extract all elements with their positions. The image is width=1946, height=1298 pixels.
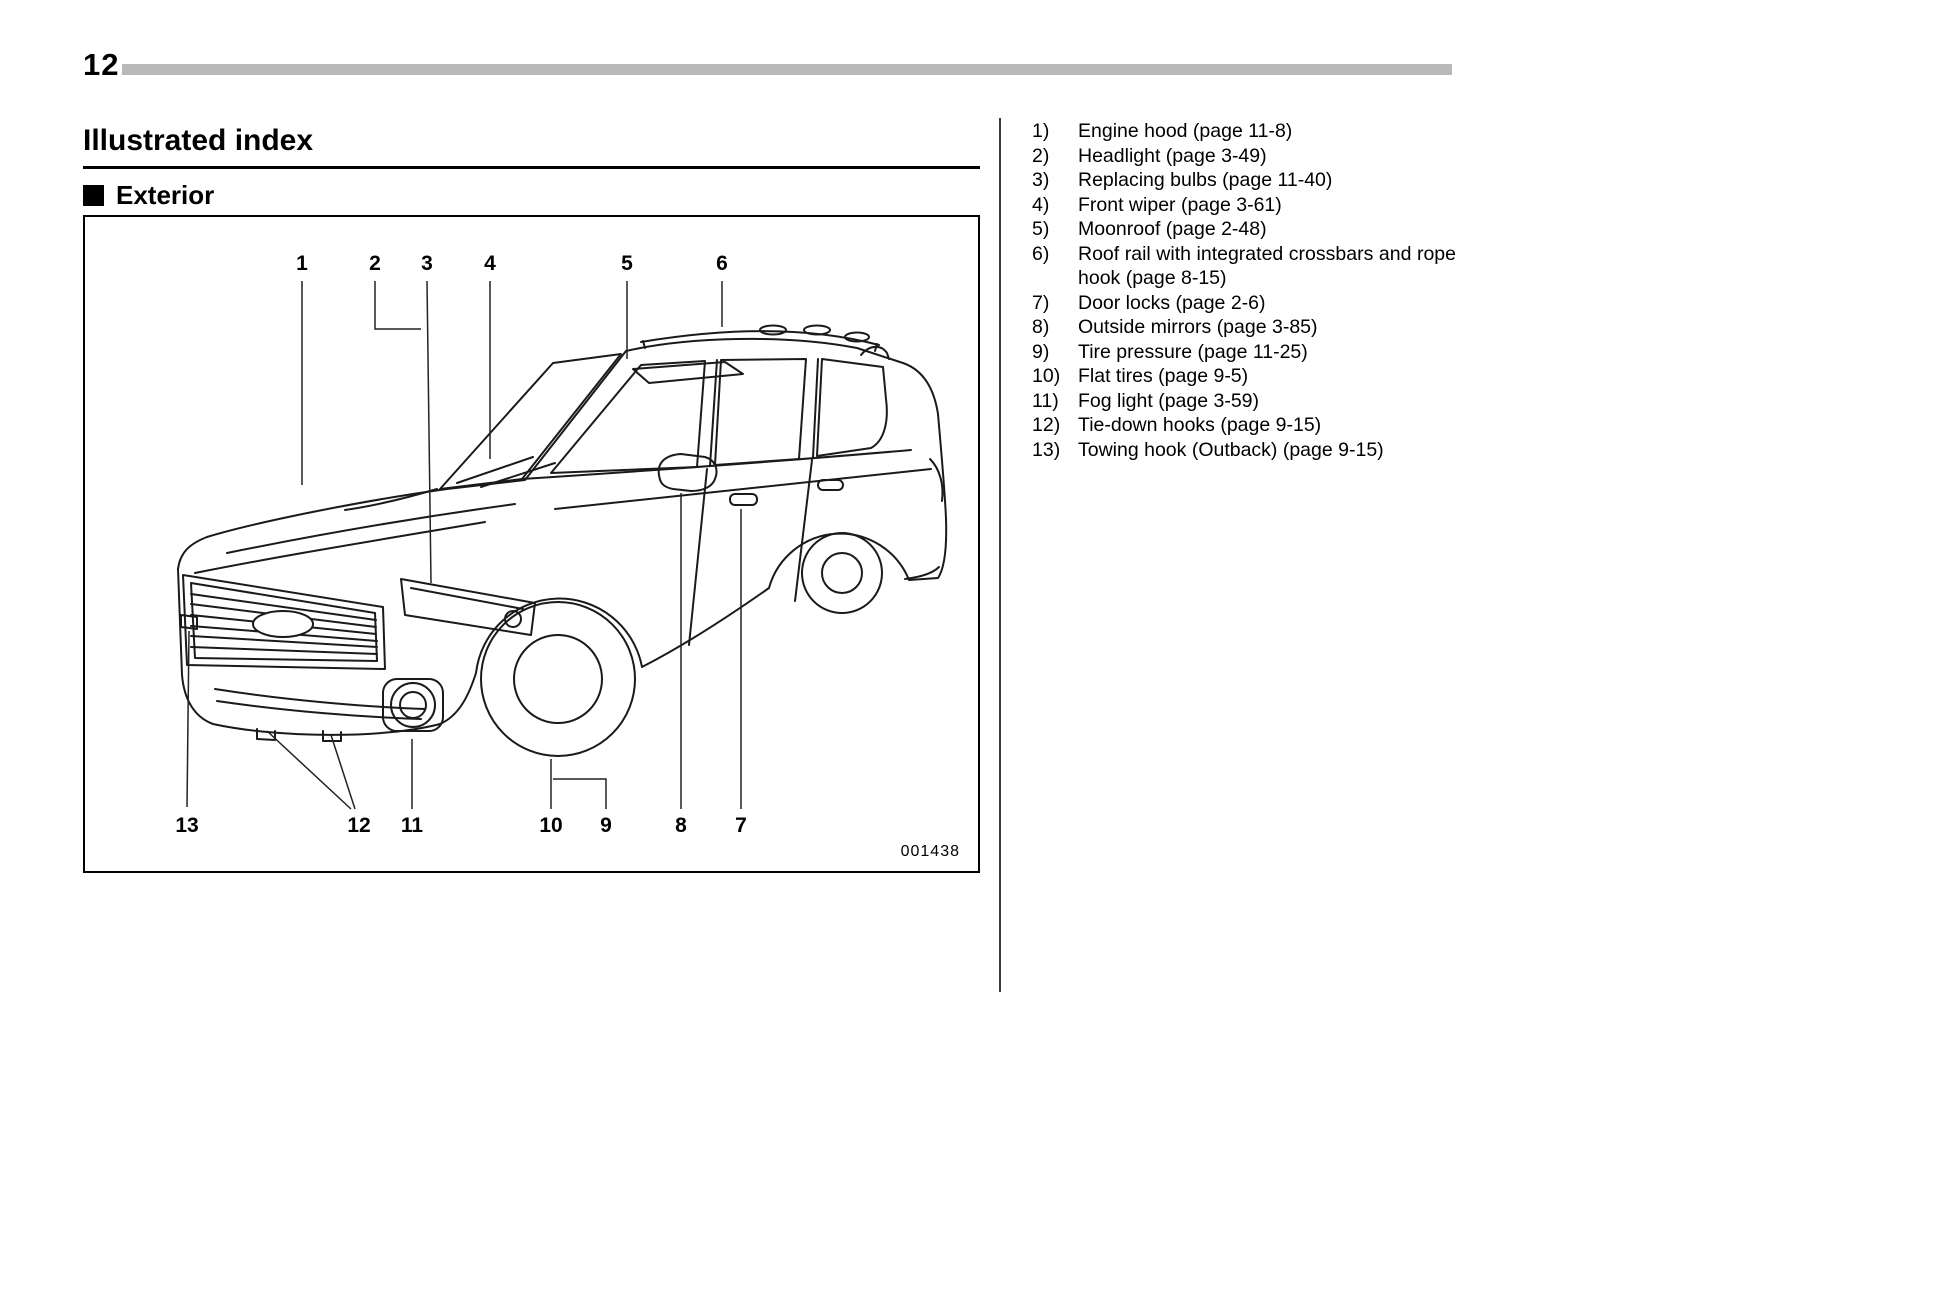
wipers xyxy=(456,456,556,488)
callout-10: 10 xyxy=(539,814,563,837)
index-list: 1) Engine hood (page 11-8) 2) Headlight … xyxy=(1032,119,1456,462)
index-item-text: Front wiper (page 3-61) xyxy=(1078,193,1282,216)
index-item-number: 3) xyxy=(1032,169,1050,191)
index-item-text: Roof rail with integrated crossbars and … xyxy=(1078,242,1456,290)
grille xyxy=(182,574,386,670)
rear-door-handle xyxy=(817,479,844,491)
front-wheel xyxy=(480,601,636,757)
moonroof xyxy=(632,361,744,384)
index-item-number: 8) xyxy=(1032,316,1050,338)
callout-11: 11 xyxy=(400,814,424,837)
rear-wheel xyxy=(801,532,883,614)
index-item: 10) Flat tires (page 9-5) xyxy=(1032,364,1456,389)
index-item-text: Fog light (page 3-59) xyxy=(1078,389,1260,412)
section-header: Exterior xyxy=(83,180,214,211)
index-item: 5) Moonroof (page 2-48) xyxy=(1032,217,1456,242)
callout-6: 6 xyxy=(716,252,728,275)
index-item-number: 10) xyxy=(1032,365,1061,387)
index-item-text: Tire pressure (page 11-25) xyxy=(1078,340,1308,363)
title-underline xyxy=(83,166,980,169)
section-marker-icon xyxy=(83,185,104,206)
callout-12: 12 xyxy=(347,814,371,837)
section-title: Exterior xyxy=(116,180,215,210)
index-item-number: 1) xyxy=(1032,120,1050,142)
index-item-text: Replacing bulbs (page 11-40) xyxy=(1078,169,1333,191)
index-item-number: 5) xyxy=(1032,218,1050,240)
front-door-handle xyxy=(729,493,758,506)
figure-code: 001438 xyxy=(900,843,960,860)
quarter-window xyxy=(816,358,888,457)
index-item: 3) Replacing bulbs (page 11-40) xyxy=(1032,168,1456,193)
index-item-text: Moonroof (page 2-48) xyxy=(1078,218,1267,240)
callout-9: 9 xyxy=(600,814,612,837)
index-item-number: 13) xyxy=(1032,438,1061,461)
callout-13: 13 xyxy=(175,814,199,837)
antenna-fin xyxy=(860,345,890,360)
car-exterior-diagram xyxy=(177,280,948,810)
headlight xyxy=(400,578,536,636)
index-item: 7) Door locks (page 2-6) xyxy=(1032,291,1456,316)
index-item-number: 12) xyxy=(1032,414,1061,436)
index-item-number: 2) xyxy=(1032,144,1050,167)
index-item-text: Headlight (page 3-49) xyxy=(1078,144,1267,167)
fog-light xyxy=(382,678,444,732)
callout-4: 4 xyxy=(484,252,496,275)
callout-1: 1 xyxy=(296,252,308,275)
index-item: 4) Front wiper (page 3-61) xyxy=(1032,193,1456,218)
tie-down-hooks xyxy=(256,728,342,742)
index-item-text: Engine hood (page 11-8) xyxy=(1078,120,1293,142)
index-item: 12) Tie-down hooks (page 9-15) xyxy=(1032,413,1456,438)
index-item-text: Door locks (page 2-6) xyxy=(1078,291,1266,314)
index-item: 11) Fog light (page 3-59) xyxy=(1032,389,1456,414)
callout-8: 8 xyxy=(675,814,687,837)
index-item-number: 11) xyxy=(1032,389,1059,412)
index-item-text: Outside mirrors (page 3-85) xyxy=(1078,316,1318,338)
roof-rail xyxy=(640,324,880,352)
content-divider xyxy=(999,118,1001,992)
index-item: 13) Towing hook (Outback) (page 9-15) xyxy=(1032,438,1456,463)
callout-3: 3 xyxy=(421,252,433,275)
front-door-window xyxy=(550,360,706,474)
callout-2: 2 xyxy=(369,252,381,275)
index-item-text: Tie-down hooks (page 9-15) xyxy=(1078,414,1322,436)
leader-lines xyxy=(186,280,742,810)
callout-5: 5 xyxy=(621,252,633,275)
page-title: Illustrated index xyxy=(83,124,314,157)
index-item-number: 4) xyxy=(1032,193,1050,216)
index-item: 6) Roof rail with integrated crossbars a… xyxy=(1032,242,1456,291)
index-item-number: 9) xyxy=(1032,340,1050,363)
exterior-figure: 1 2 3 4 5 6 13 12 11 10 9 8 7 001438 xyxy=(83,215,980,873)
tail-lamp xyxy=(929,458,944,502)
index-item-number: 7) xyxy=(1032,291,1050,314)
index-item: 8) Outside mirrors (page 3-85) xyxy=(1032,315,1456,340)
rear-door-window xyxy=(714,358,807,466)
car-body-outline xyxy=(177,337,948,736)
index-item: 1) Engine hood (page 11-8) xyxy=(1032,119,1456,144)
side-mirror xyxy=(657,453,718,492)
towing-hook xyxy=(180,614,198,630)
index-item-number: 6) xyxy=(1032,242,1050,265)
index-item-text: Towing hook (Outback) (page 9-15) xyxy=(1078,438,1384,461)
page-number: 12 xyxy=(83,47,120,82)
index-item: 2) Headlight (page 3-49) xyxy=(1032,144,1456,169)
callout-7: 7 xyxy=(735,814,747,837)
header-rule xyxy=(122,64,1452,75)
index-item-text: Flat tires (page 9-5) xyxy=(1078,365,1249,387)
index-item: 9) Tire pressure (page 11-25) xyxy=(1032,340,1456,365)
